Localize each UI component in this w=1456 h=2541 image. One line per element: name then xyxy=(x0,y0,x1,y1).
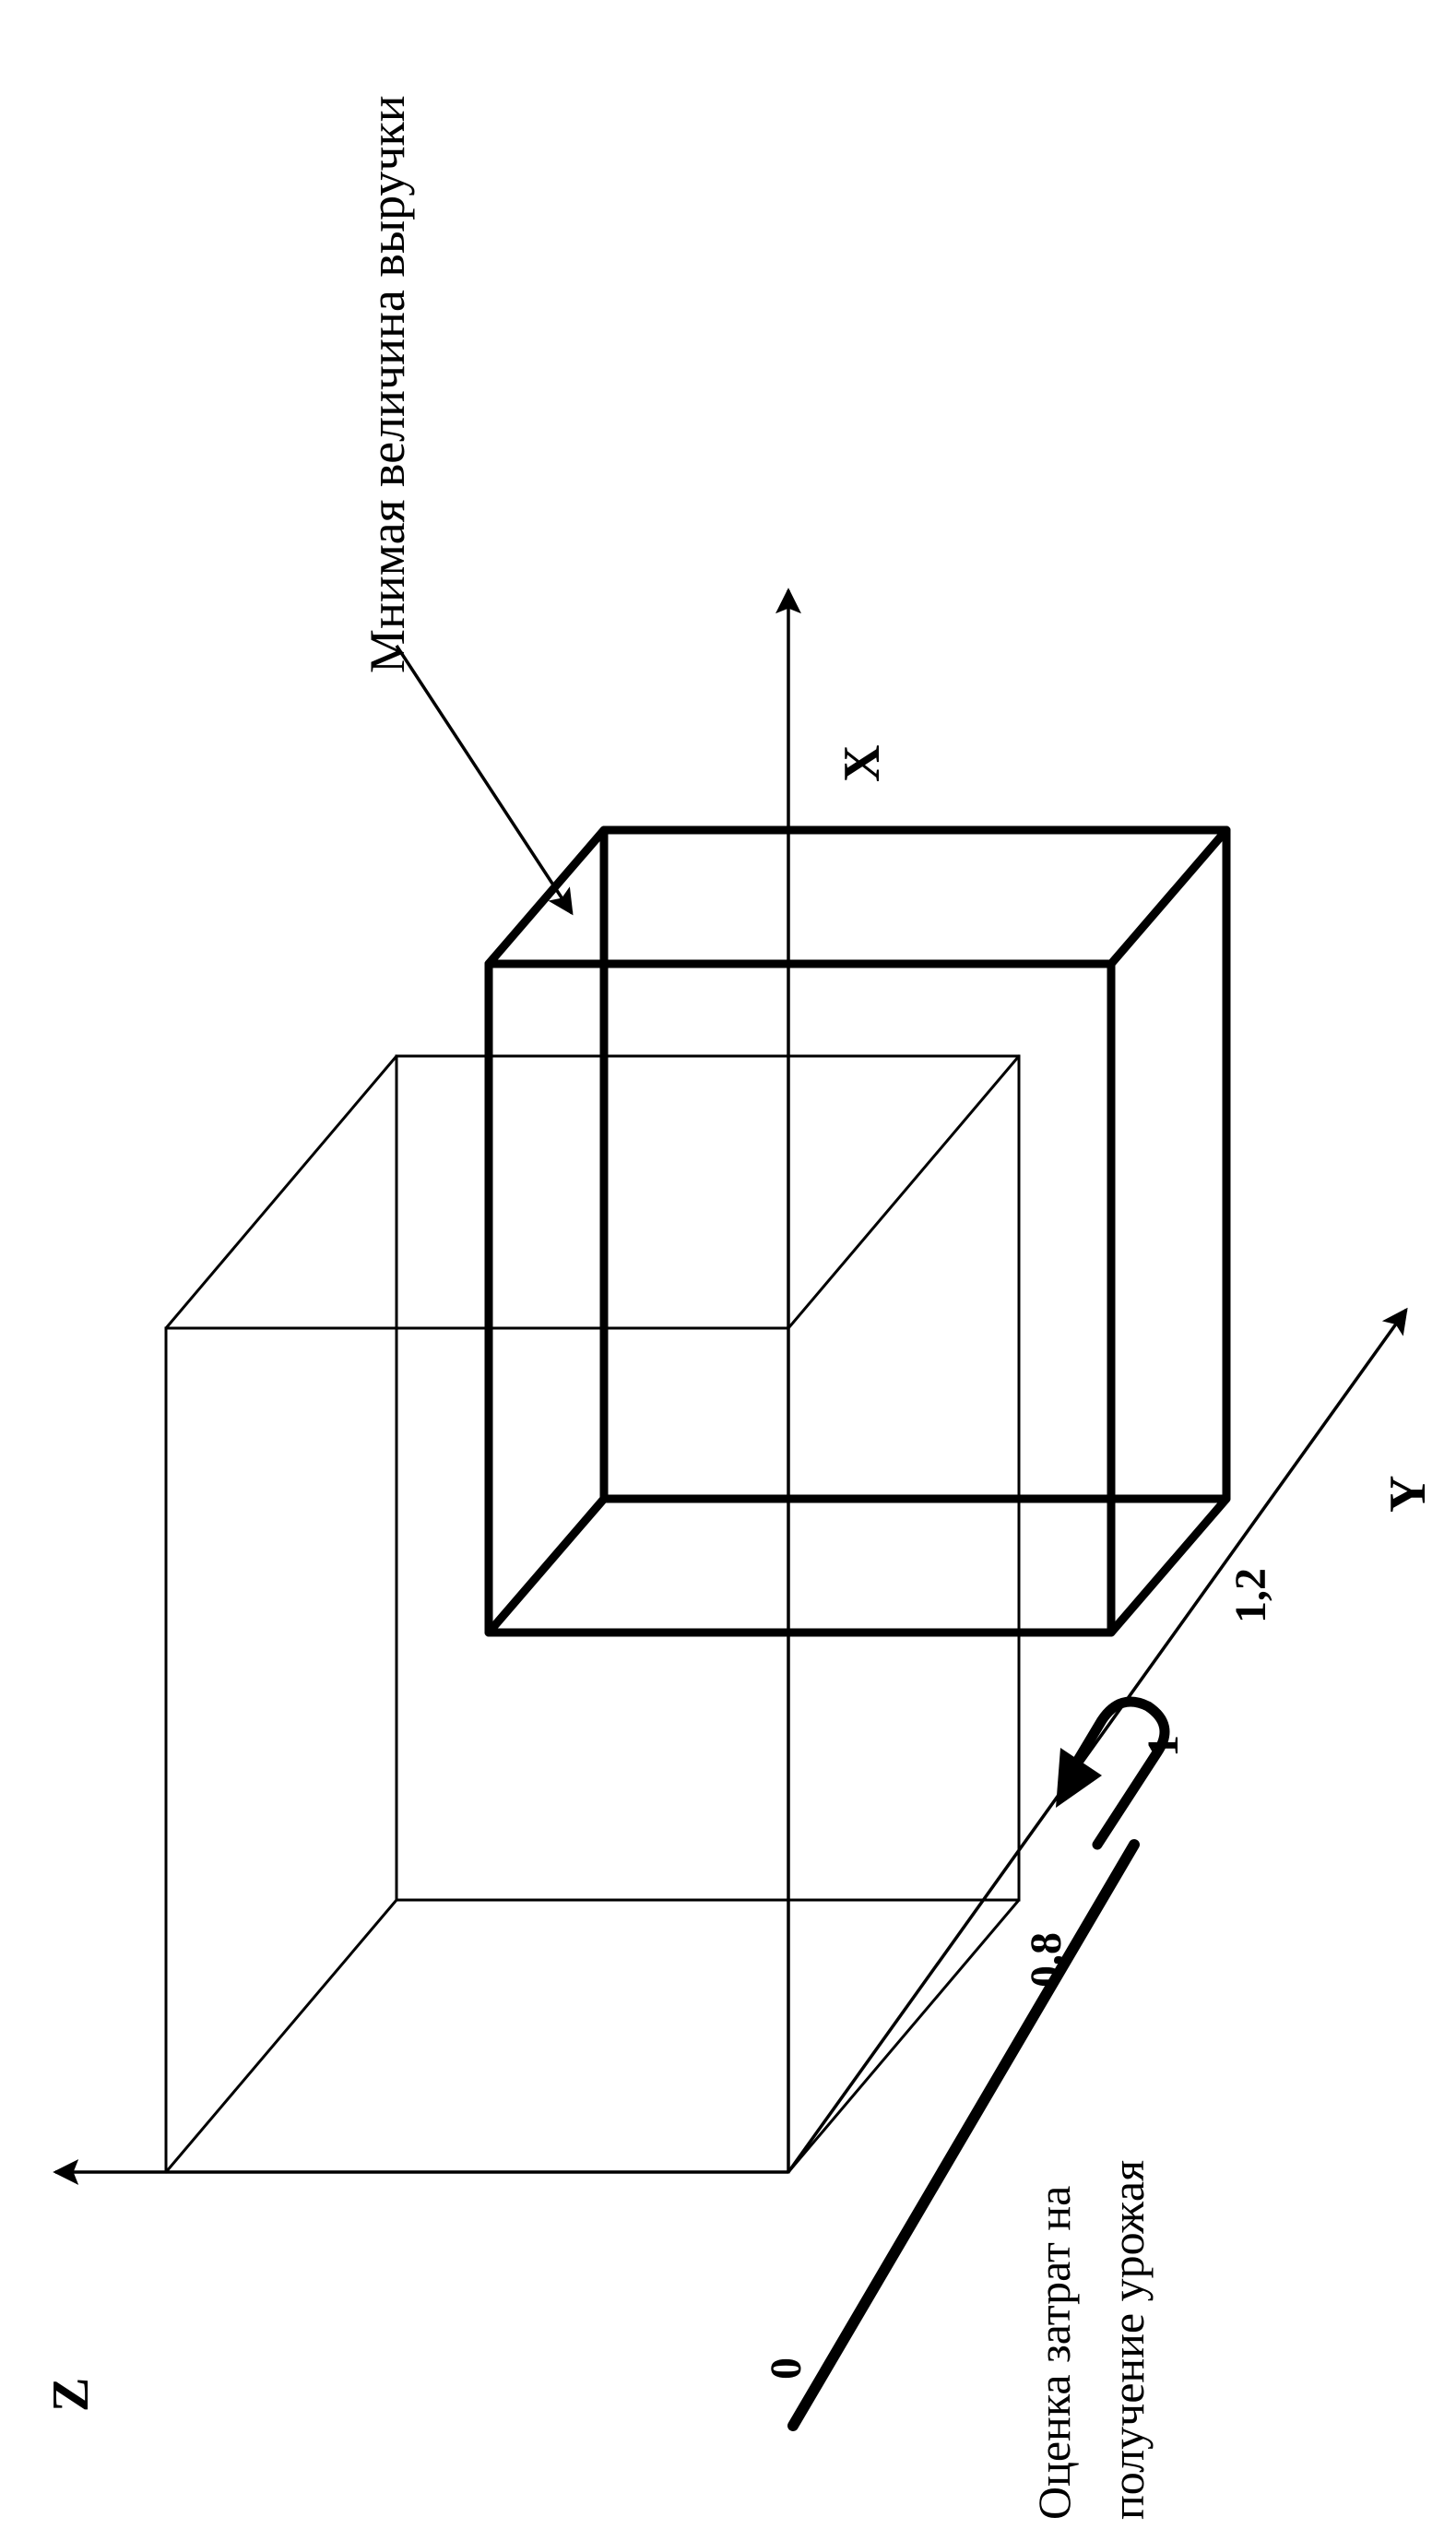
tick-label-1: 1 xyxy=(1139,1735,1188,1757)
axis-y-label: Y xyxy=(1379,1476,1437,1513)
small-box-edge xyxy=(1107,1494,1231,1637)
cost-indicator-line xyxy=(787,1839,1140,2431)
hook-arrow-head-icon xyxy=(1056,1748,1102,1808)
large-box-edge xyxy=(787,1054,1021,1330)
y-axis xyxy=(787,1307,1408,2174)
small-box-edge xyxy=(484,825,609,968)
tick-label-12: 1,2 xyxy=(1226,1568,1275,1623)
small-box-back-face xyxy=(599,825,1231,1503)
tick-label-08: 0,8 xyxy=(1022,1932,1071,1988)
small-box-edge xyxy=(1107,825,1231,968)
tick-label-0: 0 xyxy=(762,2357,811,2380)
axis-z-label: Z xyxy=(42,2378,100,2412)
small-box-front-face xyxy=(484,959,1116,1637)
large-box-edge xyxy=(787,1898,1021,2174)
hook-arrow-icon xyxy=(1069,1696,1170,1850)
large-box-front-face xyxy=(164,1326,790,2174)
revenue-label: Мнимая величина выручки xyxy=(360,95,415,673)
cost-label-line1: Оценка затрат на xyxy=(1028,2186,1080,2520)
large-box-edge xyxy=(164,1898,398,2174)
callout-leader-line xyxy=(395,645,574,916)
small-box-edge xyxy=(484,1494,609,1637)
large-box-edge xyxy=(164,1054,398,1330)
large-box-back-face xyxy=(395,1054,1021,1902)
cost-label-line2: получение урожая xyxy=(1102,2160,1154,2520)
axis-x-label: X xyxy=(834,745,891,782)
